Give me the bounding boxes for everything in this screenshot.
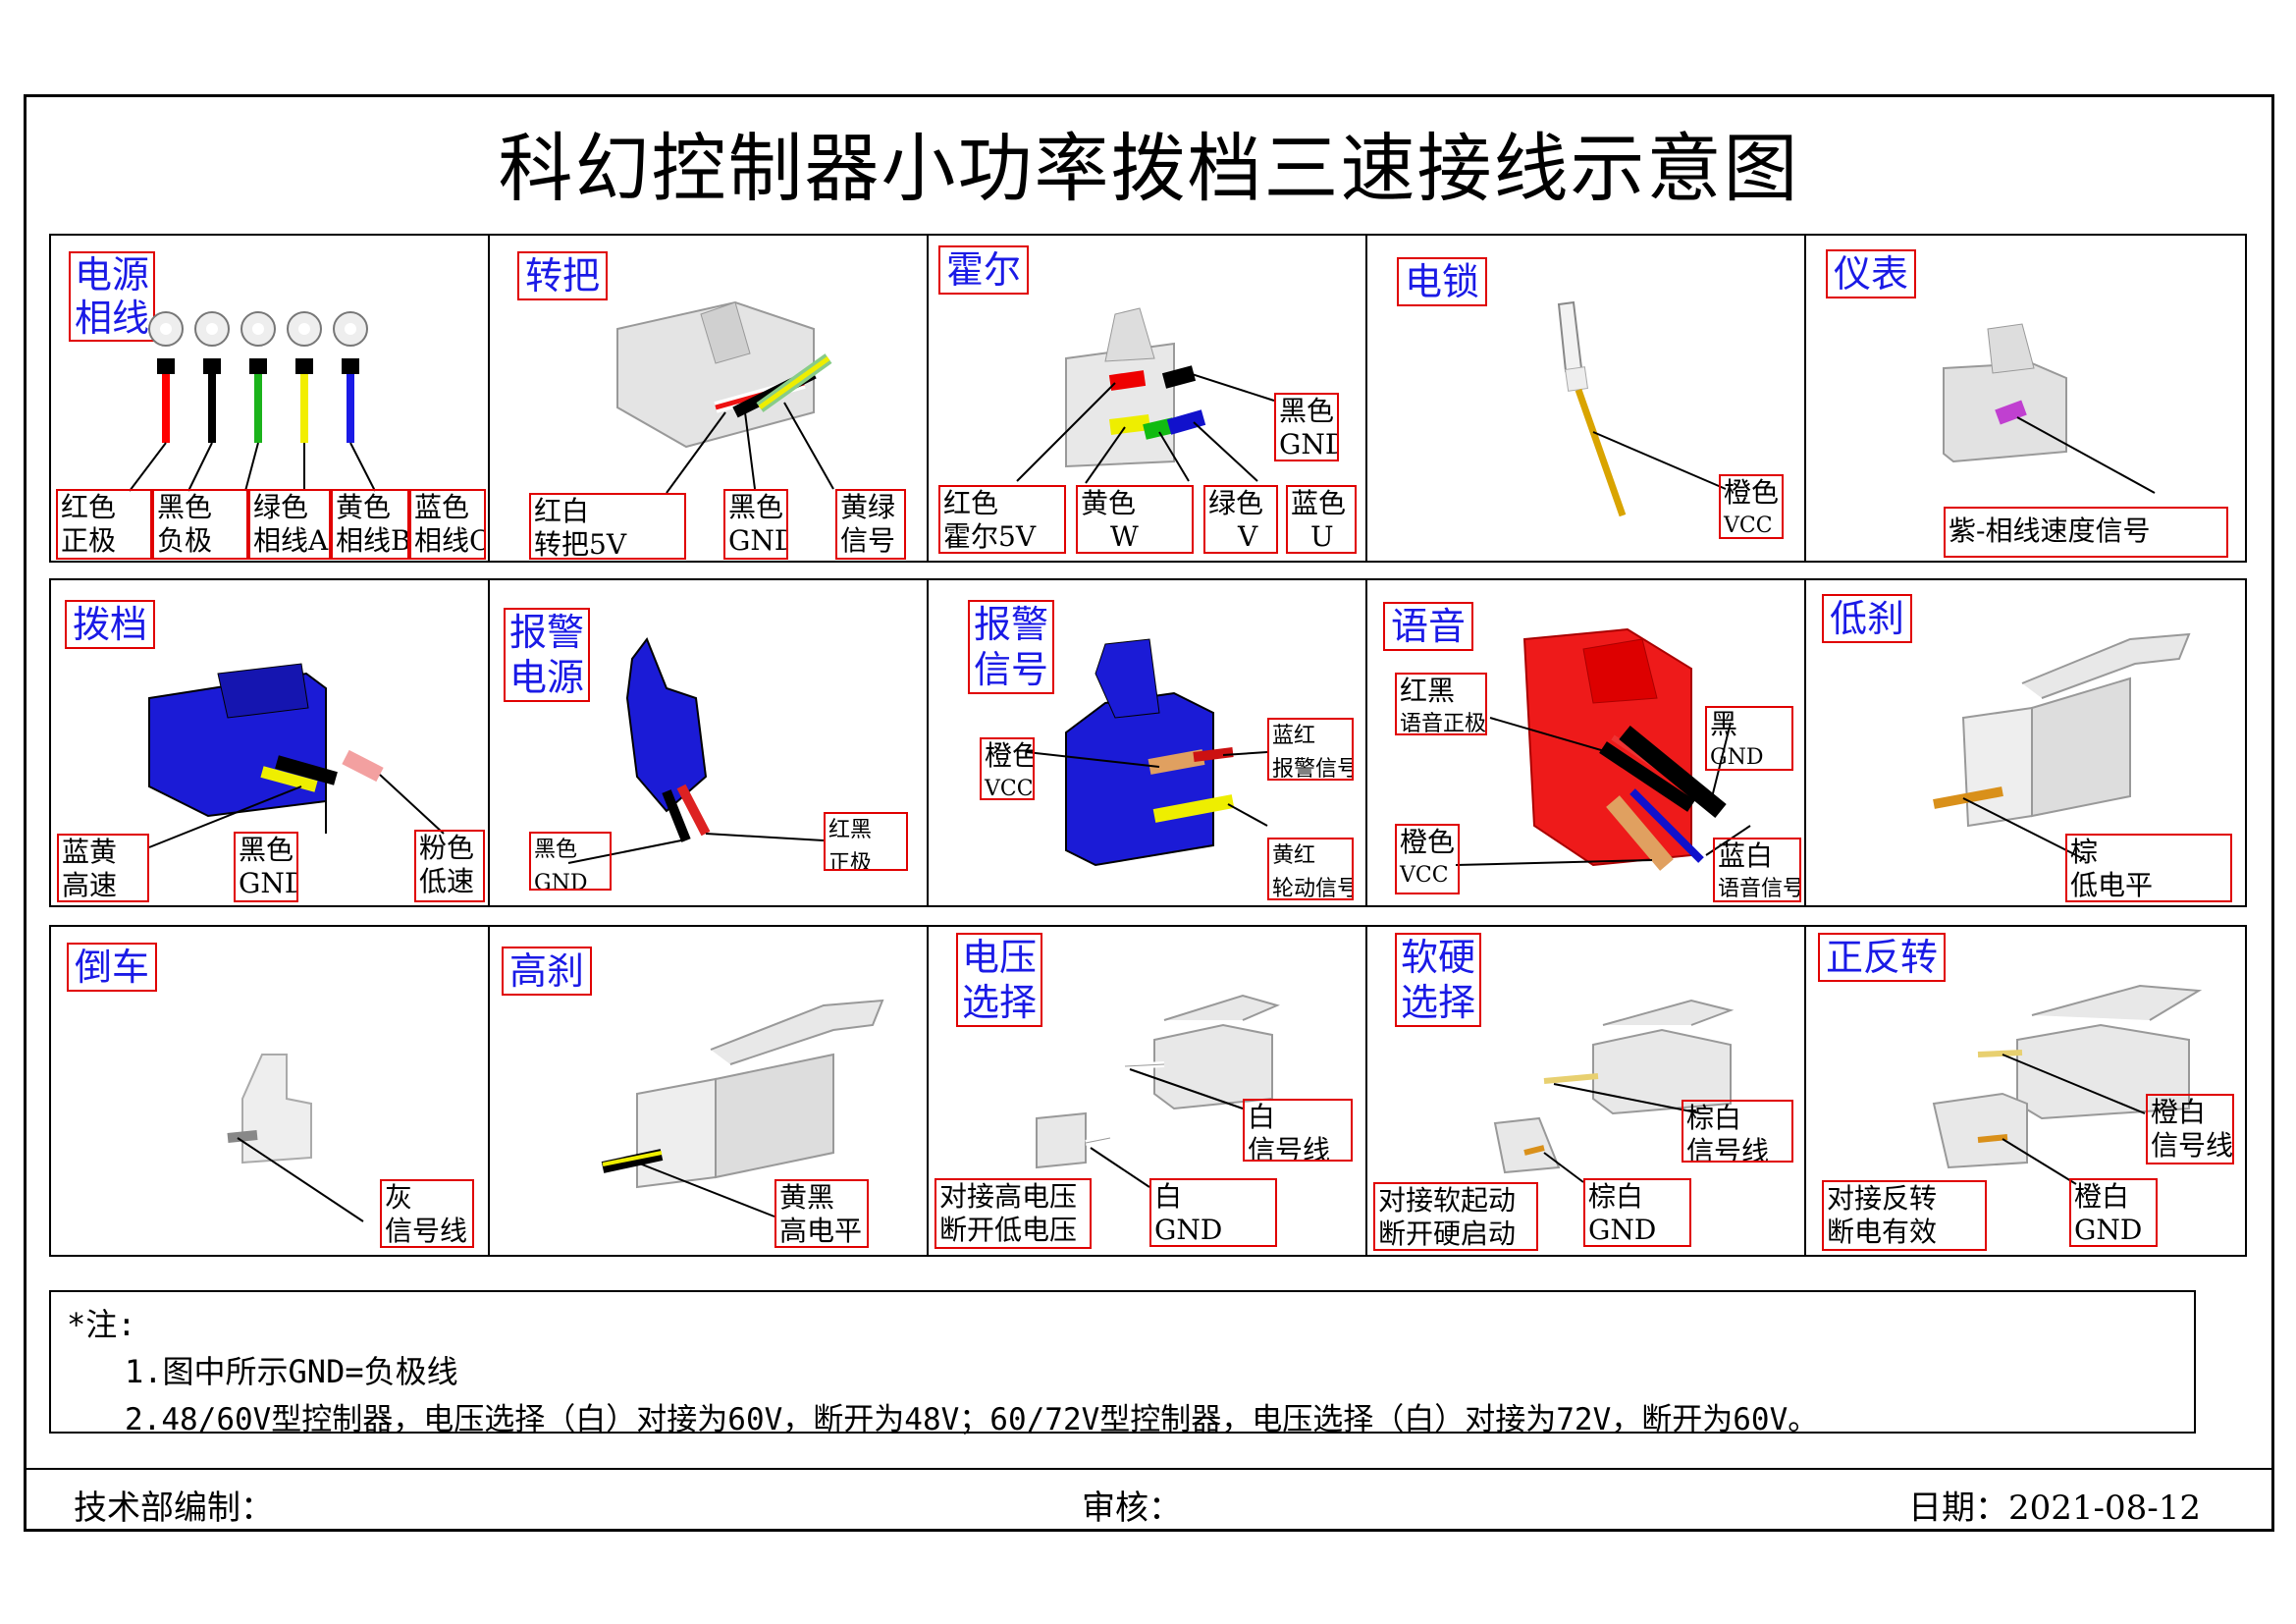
- panel-title: 软硬选择: [1395, 933, 1482, 1027]
- footer-review: 审核：: [1082, 1489, 1182, 1528]
- label-blue-phase-c: 蓝色相线C: [409, 489, 486, 560]
- label-yellow-black-high-level: 黄黑高电平: [774, 1179, 869, 1248]
- footer-date: 日期：2021-08-12: [1908, 1489, 2202, 1528]
- low-brake-connector-illustration: [1933, 632, 2191, 861]
- label-pink-low: 粉色低速: [414, 830, 485, 902]
- label-blue-red-alarm: 蓝红报警信号: [1267, 718, 1354, 781]
- panel-title: 电锁: [1397, 257, 1488, 306]
- label-red-black-positive: 红黑正极: [824, 812, 908, 871]
- label-brown-low-level: 棕低电平: [2065, 834, 2232, 902]
- label-voltage-note: 对接高电压断开低电压: [934, 1178, 1092, 1249]
- high-brake-connector-illustration: [601, 999, 884, 1218]
- footer-made-by: 技术部编制：: [74, 1489, 274, 1528]
- gear-connector-illustration: [148, 663, 445, 848]
- panel-title: 转把: [517, 251, 609, 300]
- panel-title: 霍尔: [938, 245, 1030, 295]
- notes-heading: *注:: [67, 1306, 136, 1343]
- label-red-white-5v: 红白转把5V: [529, 493, 686, 560]
- label-green-phase-a: 绿色相线A: [248, 489, 331, 560]
- outer-frame: [24, 94, 2274, 1532]
- label-yellow-phase-b: 黄色相线B: [331, 489, 409, 560]
- panel-low-brake: 低刹 棕低电平: [1804, 578, 2247, 907]
- forward-reverse-connectors-illustration: [1932, 984, 2203, 1185]
- label-blue-white-voice-signal: 蓝白语音信号: [1713, 838, 1801, 902]
- panel-title: 高刹: [502, 947, 593, 996]
- meter-connector-illustration: [1943, 323, 2156, 494]
- label-gray-signal: 灰信号线: [380, 1179, 474, 1248]
- label-red-hall-5v: 红色霍尔5V: [938, 485, 1066, 554]
- note-item: 1.图中所示GND=负极线: [125, 1353, 458, 1390]
- panel-power: 电源相线 红色正极 黑色负极 绿色相线A 黄色相线B 蓝色相线C: [49, 234, 490, 563]
- panel-title: 语音: [1383, 602, 1474, 651]
- alarm-signal-connector-illustration: [1026, 638, 1268, 867]
- panel-title: 电压选择: [956, 933, 1043, 1027]
- panel-title: 仪表: [1826, 249, 1917, 298]
- label-white-signal: 白信号线: [1243, 1099, 1353, 1162]
- alarm-power-connector-illustration: [567, 636, 825, 864]
- label-purple-speed-signal: 紫-相线速度信号: [1944, 507, 2228, 558]
- footer-divider: [24, 1468, 2274, 1470]
- label-yellow-green-signal: 黄绿信号: [835, 489, 906, 560]
- notes-box: *注: 1.图中所示GND=负极线 2.48/60V型控制器，电压选择（白）对接…: [49, 1290, 2196, 1437]
- panel-title: 报警信号: [968, 600, 1055, 694]
- panel-title: 低刹: [1822, 594, 1913, 643]
- panel-title: 拨档: [65, 600, 156, 649]
- panel-title: 电源相线: [69, 251, 156, 342]
- label-red-positive: 红色正极: [56, 489, 152, 560]
- label-black-negative: 黑色负极: [152, 489, 248, 560]
- label-reverse-note: 对接反转断电有效: [1822, 1180, 1987, 1251]
- panel-title: 报警电源: [504, 608, 591, 702]
- lock-terminal-illustration: [1557, 300, 1727, 517]
- panel-high-brake: 高刹 黄黑高电平: [488, 925, 929, 1257]
- power-wires-illustration: [129, 311, 376, 492]
- label-yellow-red-wheel: 黄红轮动信号: [1267, 838, 1354, 900]
- panel-title: 正反转: [1818, 933, 1947, 982]
- reverse-connector-illustration: [227, 1054, 364, 1222]
- voice-connector-illustration: [1455, 627, 1751, 871]
- note-item: 2.48/60V型控制器，电压选择（白）对接为60V，断开为48V；60/72V…: [125, 1402, 1819, 1437]
- hall-connector-illustration: [1016, 307, 1275, 484]
- page-title: 科幻控制器小功率拨档三速接线示意图: [498, 125, 1800, 212]
- soft-hard-connectors-illustration: [1493, 999, 1735, 1183]
- label-blue-yellow-high: 蓝黄高速: [57, 834, 149, 902]
- label-brown-white-signal: 棕白信号线: [1682, 1100, 1793, 1163]
- throttle-connector-illustration: [616, 300, 834, 494]
- panel-title: 倒车: [67, 943, 158, 992]
- label-red-black-voice-positive: 红黑语音正极: [1395, 673, 1487, 735]
- panel-reverse-gear: 倒车 灰信号线: [49, 925, 490, 1257]
- label-orange-white-signal: 橙白信号线: [2146, 1094, 2234, 1164]
- panel-meter: 仪表 紫-相线速度信号: [1804, 234, 2247, 563]
- label-soft-start-note: 对接软起动断开硬启动: [1373, 1182, 1538, 1251]
